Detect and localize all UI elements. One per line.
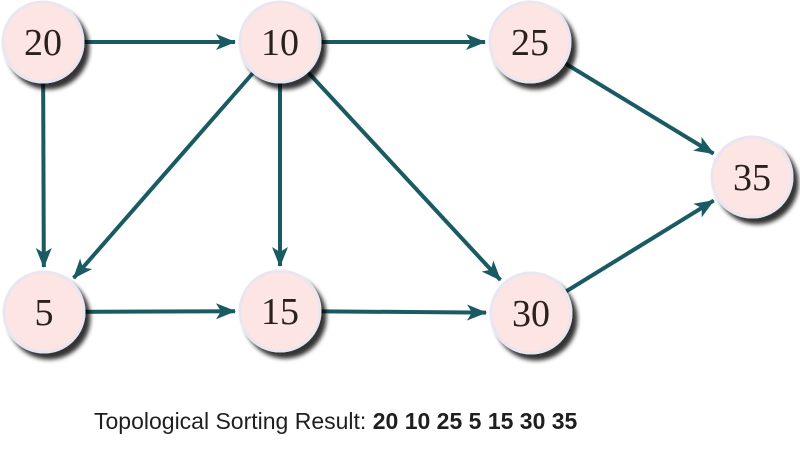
caption: Topological Sorting Result: 20 10 25 5 1…	[94, 410, 577, 433]
graph-node-25: 25	[488, 0, 572, 84]
node-label: 10	[261, 22, 299, 64]
node-circle	[2, 270, 86, 354]
node-label: 35	[733, 157, 771, 199]
caption-result: 20 10 25 5 15 30 35	[372, 408, 578, 434]
node-label: 5	[35, 292, 54, 334]
node-circle	[1, 0, 85, 84]
graph-node-30: 30	[489, 271, 573, 355]
graph-node-15: 15	[238, 269, 322, 353]
node-circle	[489, 271, 573, 355]
node-circle	[238, 0, 322, 84]
graph-node-10: 10	[238, 0, 322, 84]
node-circle	[488, 0, 572, 84]
caption-prefix: Topological Sorting Result:	[94, 408, 367, 434]
edge-10-5	[72, 40, 282, 280]
graph-node-35: 35	[710, 135, 794, 219]
node-circle	[238, 269, 322, 353]
edge-10-30	[278, 40, 502, 282]
node-label: 20	[24, 22, 62, 64]
graph-node-5: 5	[2, 270, 86, 354]
node-label: 15	[261, 291, 299, 333]
node-circle	[710, 135, 794, 219]
node-label: 25	[511, 22, 549, 64]
node-label: 30	[512, 293, 550, 335]
graph-node-20: 20	[1, 0, 85, 84]
